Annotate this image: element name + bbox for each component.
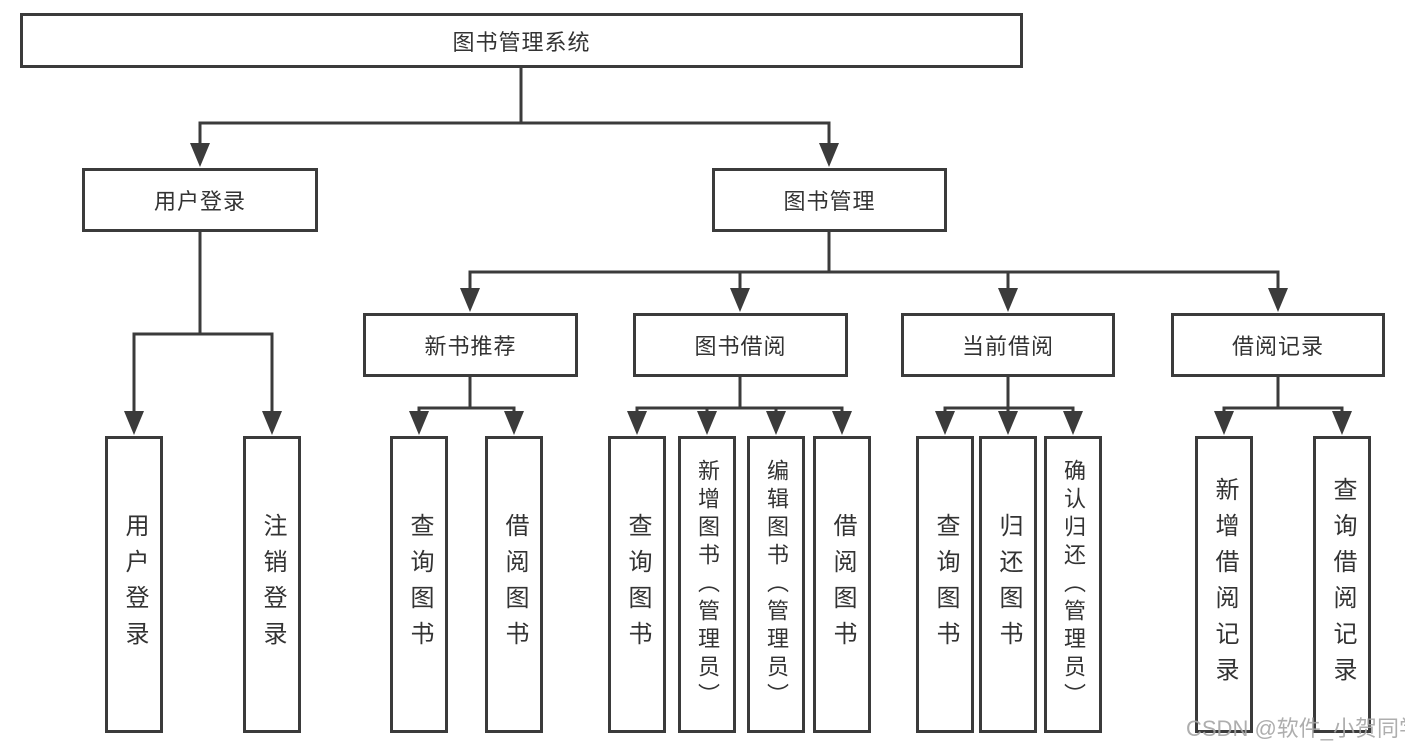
node-label: 当前借阅: [961, 334, 1054, 359]
arrow-down-icon: [998, 411, 1018, 435]
leaf-label: 新增借阅记录: [1211, 476, 1238, 693]
leaf-add-books-admin: 新增图书（管理员）: [678, 436, 736, 733]
node-label: 用户登录: [153, 189, 246, 214]
leaf-label: 编辑图书（管理员）: [764, 458, 789, 711]
node-borrowing-records: 借阅记录: [1171, 313, 1385, 377]
leaf-query-books-borrow: 查询图书: [608, 436, 666, 733]
arrow-down-icon: [190, 143, 210, 167]
leaf-borrow-books-recommend: 借阅图书: [485, 436, 543, 733]
node-book-borrowing: 图书借阅: [633, 313, 848, 377]
leaf-confirm-return-admin: 确认归还（管理员）: [1044, 436, 1102, 733]
leaf-label: 借阅图书: [501, 512, 528, 657]
level3-bracket-line: [468, 270, 1280, 289]
leaf-label: 新增图书（管理员）: [695, 458, 720, 711]
node-label: 图书管理系统: [452, 29, 591, 55]
node-label: 图书管理: [783, 189, 876, 214]
leaf-label: 查询图书: [406, 512, 433, 657]
arrow-down-icon: [262, 411, 282, 435]
current-bracket-line: [943, 406, 1075, 412]
arrow-down-icon: [730, 288, 750, 312]
leaf-label: 借阅图书: [829, 512, 856, 657]
leaf-label: 查询图书: [932, 512, 959, 657]
node-book-management: 图书管理: [712, 168, 947, 232]
arrow-down-icon: [504, 411, 524, 435]
leaf-edit-books-admin: 编辑图书（管理员）: [747, 436, 805, 733]
user-login-bracket-line: [132, 332, 274, 412]
leaf-query-books-recommend: 查询图书: [390, 436, 448, 733]
arrow-down-icon: [832, 411, 852, 435]
leaf-label: 注销登录: [259, 512, 286, 657]
arrow-down-icon: [460, 288, 480, 312]
leaf-label: 用户登录: [121, 512, 148, 657]
node-label: 借阅记录: [1231, 334, 1324, 359]
node-new-book-recommendation: 新书推荐: [363, 313, 578, 377]
leaf-query-borrow-record: 查询借阅记录: [1313, 436, 1371, 733]
leaf-add-borrow-record: 新增借阅记录: [1195, 436, 1253, 733]
leaf-logout: 注销登录: [243, 436, 301, 733]
node-user-login: 用户登录: [82, 168, 318, 232]
node-label: 新书推荐: [424, 334, 517, 359]
recommend-bracket-line: [417, 406, 516, 412]
arrow-down-icon: [409, 411, 429, 435]
arrow-down-icon: [935, 411, 955, 435]
arrow-down-icon: [1214, 411, 1234, 435]
borrow-bracket-line: [635, 406, 844, 412]
arrow-down-icon: [819, 143, 839, 167]
leaf-label: 归还图书: [995, 512, 1022, 657]
arrow-down-icon: [627, 411, 647, 435]
leaf-label: 确认归还（管理员）: [1061, 458, 1086, 711]
arrow-down-icon: [1332, 411, 1352, 435]
arrow-down-icon: [124, 411, 144, 435]
arrow-down-icon: [998, 288, 1018, 312]
leaf-user-login: 用户登录: [105, 436, 163, 733]
leaf-borrow-books: 借阅图书: [813, 436, 871, 733]
arrow-down-icon: [697, 411, 717, 435]
leaf-query-books-current: 查询图书: [916, 436, 974, 733]
arrow-down-icon: [1063, 411, 1083, 435]
leaf-label: 查询图书: [624, 512, 651, 657]
arrow-down-icon: [766, 411, 786, 435]
node-current-borrowing: 当前借阅: [901, 313, 1115, 377]
node-library-management-system: 图书管理系统: [20, 13, 1023, 68]
level2-bracket-line: [198, 121, 831, 145]
leaf-label: 查询借阅记录: [1329, 476, 1356, 693]
records-bracket-line: [1222, 406, 1344, 412]
node-label: 图书借阅: [694, 334, 787, 359]
leaf-return-books: 归还图书: [979, 436, 1037, 733]
csdn-watermark: CSDN @软件_小贺同学: [1186, 716, 1405, 741]
arrow-down-icon: [1268, 288, 1288, 312]
